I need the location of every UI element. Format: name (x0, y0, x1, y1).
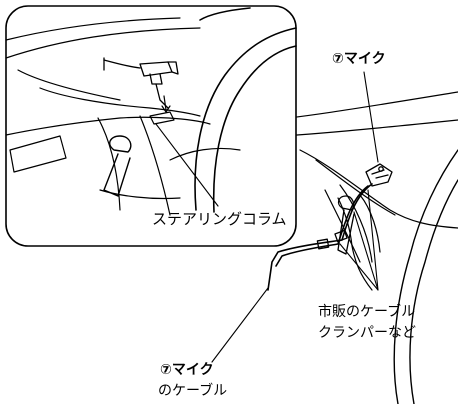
leader-lines (211, 71, 379, 363)
inset-lever (103, 135, 132, 197)
circled-number-7-bottom: ⑦ (160, 362, 172, 378)
circled-number-7: ⑦ (332, 51, 344, 67)
label-mic-cable-subtitle: のケーブル (158, 383, 228, 399)
label-steering-column: ステアリングコラム (152, 210, 287, 228)
inset-panel (5, 5, 297, 247)
label-mic-cable-title: ⑦マイク (160, 363, 214, 377)
cable-clamps (316, 229, 348, 250)
main-steering-wheel (393, 149, 458, 404)
label-mic-top: ⑦マイク (332, 52, 386, 66)
inset-steering-wheel (194, 7, 297, 213)
inset-microphone (103, 57, 179, 109)
label-mic-top-text: マイク (343, 51, 386, 67)
label-cable-clamp-line2: クランパーなど (318, 325, 416, 341)
main-microphone (365, 163, 393, 187)
inset-dashboard (5, 17, 241, 216)
inset-clip-arrow (149, 95, 175, 125)
label-cable-clamp-line1: 市販のケーブル (318, 304, 416, 320)
label-mic-cable-title-text: マイク (171, 362, 214, 378)
inset-leader (155, 123, 219, 207)
